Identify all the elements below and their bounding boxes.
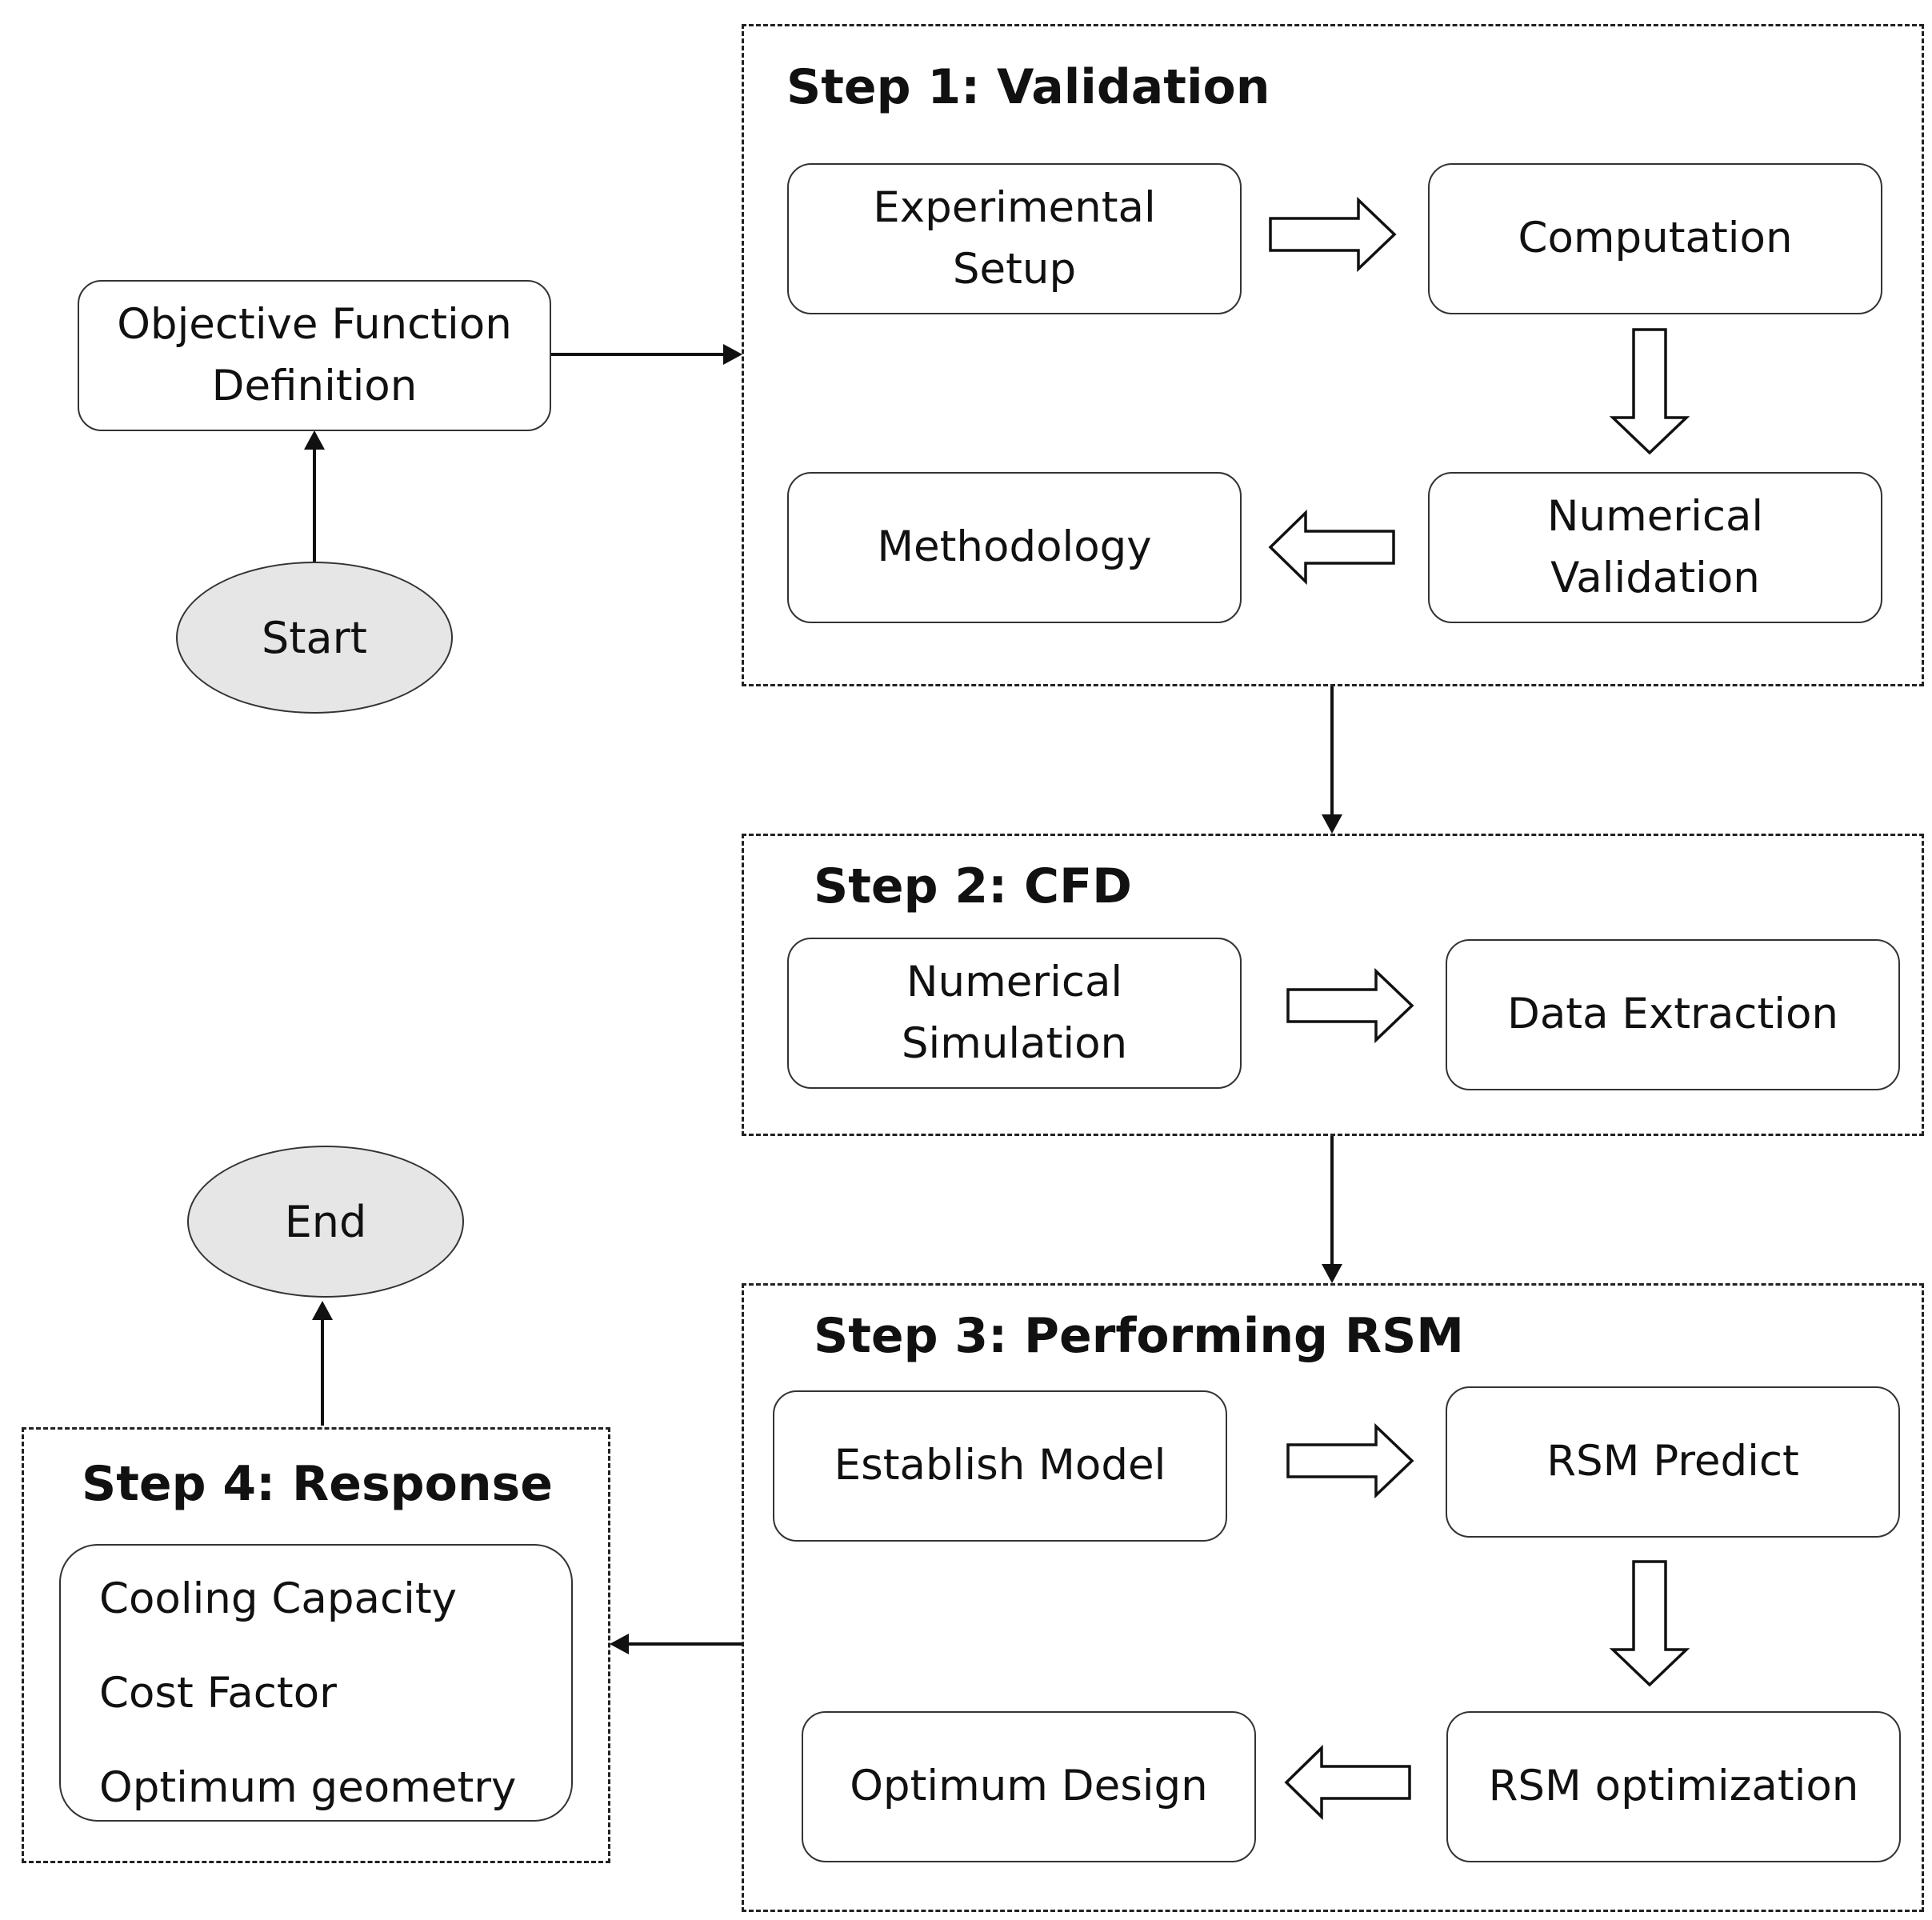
response-item-cooling-capacity: Cooling Capacity: [99, 1574, 458, 1623]
objective-function-box: Objective Function Definition: [78, 280, 551, 431]
step1-group: [742, 24, 1924, 686]
numerical-validation-line2: Validation: [1550, 553, 1760, 602]
response-item-optimum-geometry: Optimum geometry: [99, 1763, 517, 1812]
step4-to-end-arrow: [312, 1301, 333, 1426]
response-item-cost-factor: Cost Factor: [99, 1669, 337, 1718]
step1-to-step2-arrow: [1322, 685, 1342, 834]
rsm-optimization-box: RSM optimization: [1446, 1711, 1901, 1862]
methodology-box: Methodology: [787, 472, 1242, 623]
step4-group: [22, 1427, 610, 1863]
numerical-validation-box: Numerical Validation: [1428, 472, 1882, 623]
block-arrow-down-icon: [1609, 1560, 1690, 1687]
rsm-predict-box: RSM Predict: [1446, 1386, 1900, 1538]
response-list-box: Cooling Capacity Cost Factor Optimum geo…: [59, 1544, 573, 1822]
experimental-setup-line2: Setup: [952, 244, 1077, 294]
block-arrow-left-icon: [1268, 509, 1395, 586]
step2-title: Step 2: CFD: [814, 858, 1132, 914]
block-arrow-left-icon: [1284, 1744, 1411, 1821]
step1-title: Step 1: Validation: [786, 59, 1270, 115]
numerical-simulation-box: Numerical Simulation: [787, 938, 1242, 1089]
numerical-validation-line1: Numerical: [1546, 491, 1764, 541]
block-arrow-down-icon: [1609, 328, 1690, 455]
data-extraction-box: Data Extraction: [1446, 939, 1900, 1090]
start-to-objective-arrow: [304, 430, 325, 562]
objective-to-step1-arrow: [550, 344, 742, 365]
objective-line2: Definition: [211, 361, 418, 410]
step3-title: Step 3: Performing RSM: [814, 1308, 1464, 1364]
step3-group: [742, 1283, 1924, 1912]
computation-box: Computation: [1428, 163, 1882, 314]
block-arrow-right-icon: [1269, 196, 1397, 273]
start-node: Start: [176, 562, 453, 714]
step2-group: [742, 834, 1924, 1136]
end-node: End: [187, 1146, 464, 1298]
objective-line1: Objective Function: [117, 299, 512, 349]
step3-to-step4-arrow: [610, 1634, 742, 1654]
step4-title: Step 4: Response: [82, 1456, 553, 1512]
step2-to-step3-arrow: [1322, 1134, 1342, 1283]
optimum-design-box: Optimum Design: [802, 1711, 1256, 1862]
numerical-simulation-line1: Numerical: [906, 957, 1123, 1006]
block-arrow-right-icon: [1286, 1422, 1414, 1499]
numerical-simulation-line2: Simulation: [901, 1018, 1128, 1068]
experimental-setup-line1: Experimental: [873, 182, 1156, 232]
experimental-setup-box: Experimental Setup: [787, 163, 1242, 314]
block-arrow-right-icon: [1286, 967, 1414, 1044]
establish-model-box: Establish Model: [773, 1390, 1227, 1542]
